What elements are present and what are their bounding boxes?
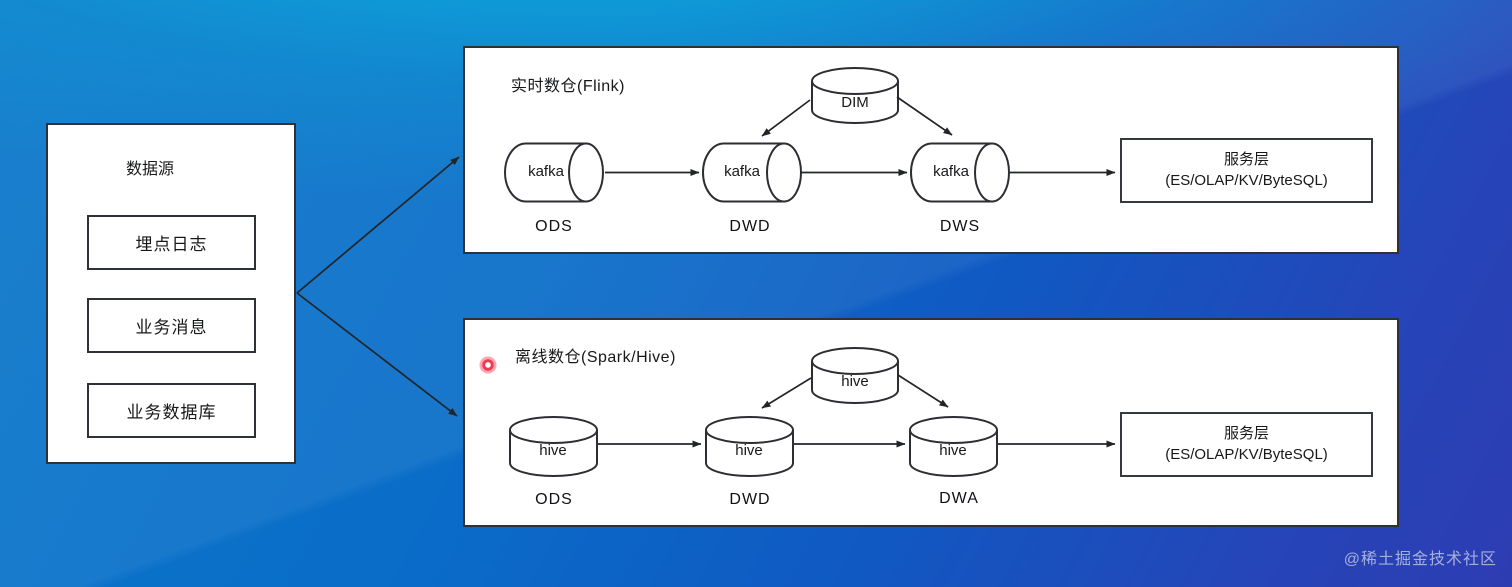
service-layer-systems: (ES/OLAP/KV/ByteSQL) xyxy=(1165,445,1328,463)
kafka-label-dws: kafka xyxy=(933,163,969,180)
source-item-business-message: 业务消息 xyxy=(87,298,256,353)
hive-label-dwa: hive xyxy=(939,442,967,459)
stage-label-offline-dwa: DWA xyxy=(939,490,979,507)
stage-label-offline-dwd: DWD xyxy=(729,491,771,508)
data-source-title: 数据源 xyxy=(125,161,174,178)
realtime-panel-title: 实时数仓(Flink) xyxy=(511,78,625,95)
watermark: @稀土掘金技术社区 xyxy=(1343,551,1497,568)
laser-pointer-dot xyxy=(479,356,497,374)
hive-dim-label: hive xyxy=(841,373,869,390)
service-layer-title: 服务层 xyxy=(1223,151,1269,169)
kafka-label-ods: kafka xyxy=(528,163,564,180)
hive-label-dwd: hive xyxy=(735,442,763,459)
arrow-source-to-realtime xyxy=(296,156,460,294)
stage-label-offline-ods: ODS xyxy=(535,491,573,508)
service-layer-title: 服务层 xyxy=(1223,425,1269,443)
kafka-label-dwd: kafka xyxy=(724,163,760,180)
source-item-business-database: 业务数据库 xyxy=(87,383,256,438)
hive-label-ods: hive xyxy=(539,442,567,459)
realtime-service-layer-box: 服务层 (ES/OLAP/KV/ByteSQL) xyxy=(1120,138,1373,203)
stage-label-realtime-dwd: DWD xyxy=(729,218,771,235)
offline-service-layer-box: 服务层 (ES/OLAP/KV/ByteSQL) xyxy=(1120,412,1373,477)
stage-label-realtime-dws: DWS xyxy=(939,218,981,235)
dim-label: DIM xyxy=(841,94,869,111)
offline-panel-title: 离线数仓(Spark/Hive) xyxy=(515,349,676,366)
service-layer-systems: (ES/OLAP/KV/ByteSQL) xyxy=(1165,171,1328,189)
source-item-tracking-log: 埋点日志 xyxy=(87,215,256,270)
arrow-source-to-offline xyxy=(296,292,458,417)
stage-label-realtime-ods: ODS xyxy=(535,218,573,235)
